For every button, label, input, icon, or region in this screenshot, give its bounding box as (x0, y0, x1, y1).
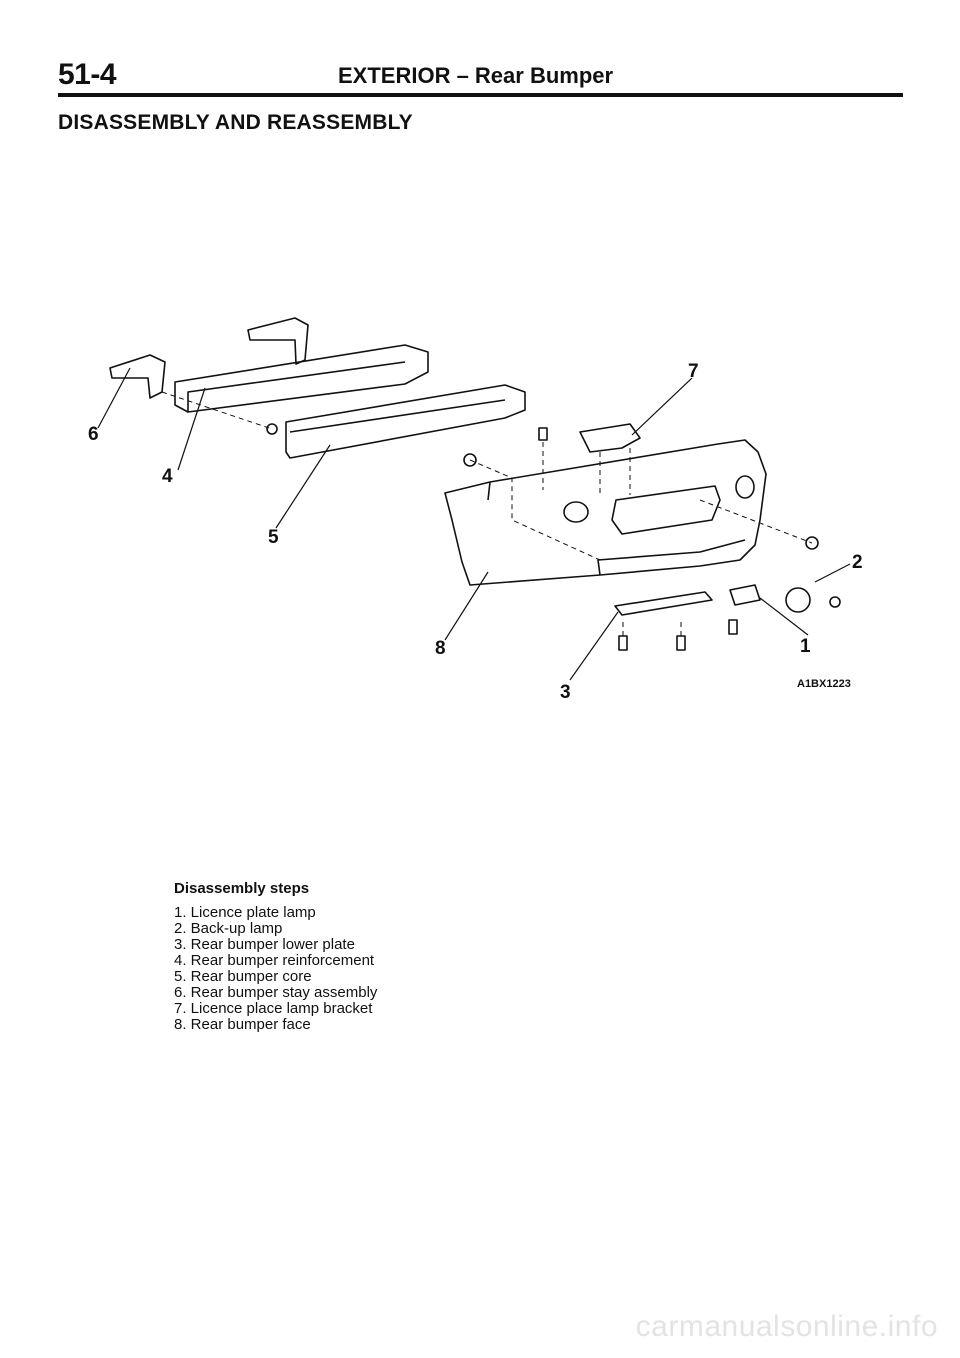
stay-bracket-left (109, 354, 166, 399)
callout-7: 7 (688, 361, 699, 382)
steps-title: Disassembly steps (174, 880, 310, 897)
step-item: 2. Back-up lamp (174, 920, 283, 937)
bumper-face (444, 439, 767, 586)
bolt-fastener (676, 635, 686, 651)
step-item: 4. Rear bumper reinforcement (174, 952, 375, 969)
step-item: 6. Rear bumper stay assembly (174, 984, 378, 1001)
header-rule (58, 93, 903, 97)
stay-bracket-right (247, 317, 309, 365)
watermark: carmanualsonline.info (635, 1310, 938, 1343)
lower-plate (614, 591, 713, 616)
bolt-fastener (728, 619, 738, 635)
bolt-fastener (266, 423, 278, 435)
figure-code: A1BX1223 (797, 678, 851, 690)
clip-fastener (829, 596, 841, 608)
bumper-reinforcement (174, 344, 429, 413)
page-heading: DISASSEMBLY AND REASSEMBLY (58, 111, 413, 134)
bumper-core (285, 384, 526, 459)
callout-8: 8 (435, 638, 446, 659)
step-item: 1. Licence plate lamp (174, 904, 316, 921)
callout-3: 3 (560, 682, 571, 703)
clip-fastener (463, 453, 477, 467)
callout-6: 6 (88, 424, 99, 445)
step-item: 3. Rear bumper lower plate (174, 936, 355, 953)
page-number: 51-4 (58, 58, 117, 91)
section-title: EXTERIOR – Rear Bumper (338, 63, 614, 88)
step-item: 8. Rear bumper face (174, 1016, 311, 1033)
lamp-bracket (579, 423, 641, 453)
callout-2: 2 (852, 552, 863, 573)
disassembly-steps: Disassembly steps 1. Licence plate lamp … (174, 880, 377, 1033)
step-item: 7. Licence place lamp bracket (174, 1000, 373, 1017)
clip-fastener (805, 536, 819, 550)
licence-plate-lamp (729, 584, 761, 606)
backup-lamp (785, 587, 811, 613)
steps-list: 1. Licence plate lamp 2. Back-up lamp 3.… (174, 905, 377, 1033)
callout-1: 1 (800, 636, 811, 657)
callout-4: 4 (162, 466, 173, 487)
bolt-fastener (618, 635, 628, 651)
callout-5: 5 (268, 527, 279, 548)
bolt-fastener (538, 427, 548, 441)
exploded-view-diagram: 1 2 3 4 5 6 7 8 A1BX1223 (88, 317, 863, 703)
step-item: 5. Rear bumper core (174, 968, 312, 985)
